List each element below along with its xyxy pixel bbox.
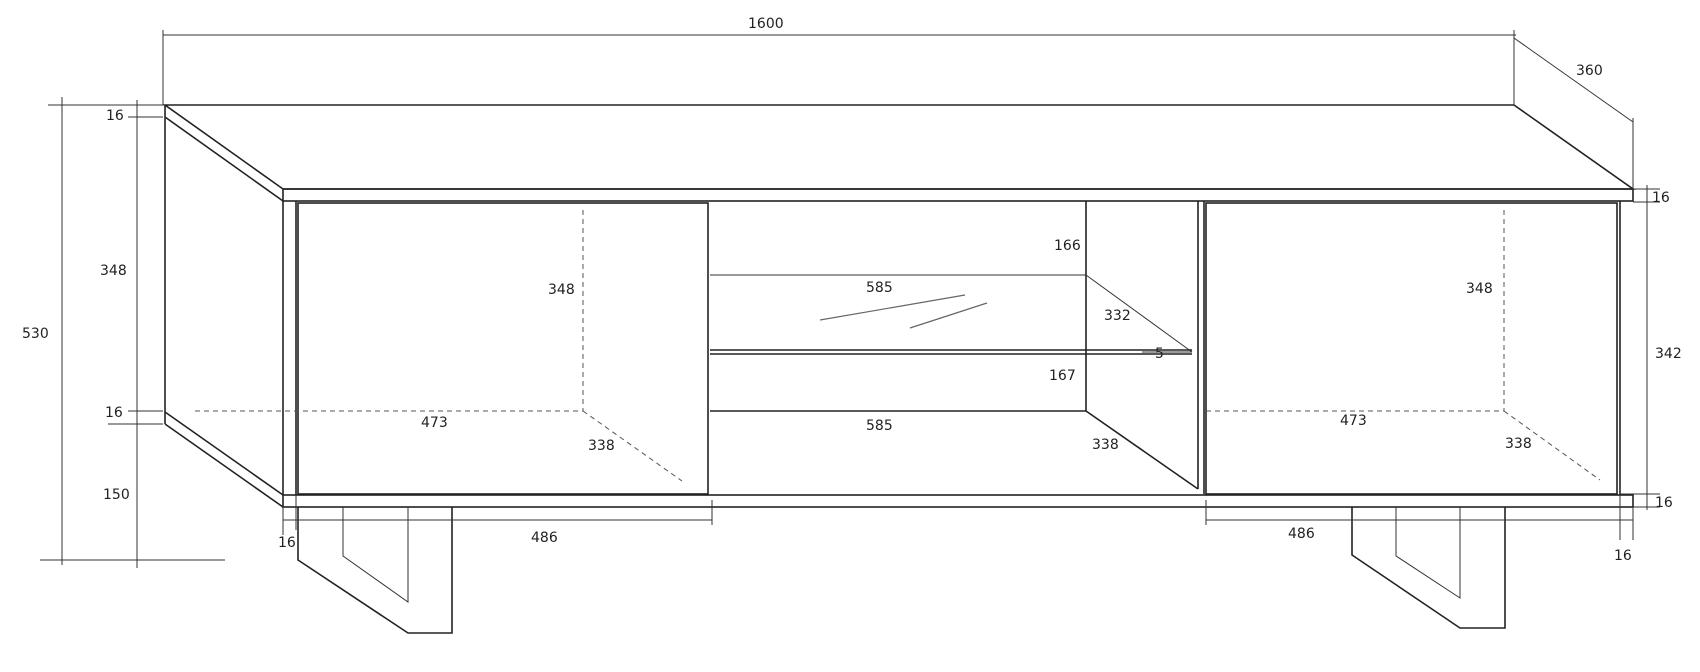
label-top-thickness-left: 16: [106, 108, 124, 124]
label-right-inner-height: 348: [1466, 281, 1493, 297]
label-middle-lower-height: 167: [1049, 368, 1076, 384]
label-left-inner-width: 473: [421, 415, 448, 431]
label-middle-shelf-width: 585: [866, 280, 893, 296]
label-middle-bottom-width: 585: [866, 418, 893, 434]
label-glass-thickness: 5: [1155, 346, 1164, 362]
label-left-door-width: 486: [531, 530, 558, 546]
label-top-thickness-right: 16: [1652, 190, 1670, 206]
label-depth: 360: [1576, 63, 1603, 79]
right-door: [1205, 202, 1618, 495]
dimension-lines: [40, 30, 1660, 568]
cabinet-body: [162, 104, 1636, 508]
label-side-thickness-left: 16: [278, 535, 296, 551]
hidden-lines: [195, 210, 1601, 482]
label-middle-bottom-depth: 338: [1092, 437, 1119, 453]
label-left-inner-height: 348: [548, 282, 575, 298]
label-bottom-thickness-left: 16: [105, 405, 123, 421]
left-leg: [297, 507, 453, 634]
label-leg-height: 150: [103, 487, 130, 503]
label-middle-shelf-depth: 332: [1104, 308, 1131, 324]
label-total-height: 530: [22, 326, 49, 342]
label-body-height-left: 348: [100, 263, 127, 279]
label-total-width: 1600: [748, 16, 784, 32]
label-right-inner-width: 473: [1340, 413, 1367, 429]
middle-compartment: [710, 201, 1205, 494]
label-right-door-width: 486: [1288, 526, 1315, 542]
label-side-thickness-right: 16: [1614, 548, 1632, 564]
dimension-labels: 1600 360 530 16 348 16 150 16 486 348 47…: [22, 16, 1682, 564]
label-right-inner-depth: 338: [1505, 436, 1532, 452]
label-middle-upper-height: 166: [1054, 238, 1081, 254]
label-left-inner-depth: 338: [588, 438, 615, 454]
label-body-height-right: 342: [1655, 346, 1682, 362]
right-leg: [1351, 507, 1506, 629]
label-bottom-thickness-right: 16: [1655, 495, 1673, 511]
left-door: [297, 202, 709, 495]
